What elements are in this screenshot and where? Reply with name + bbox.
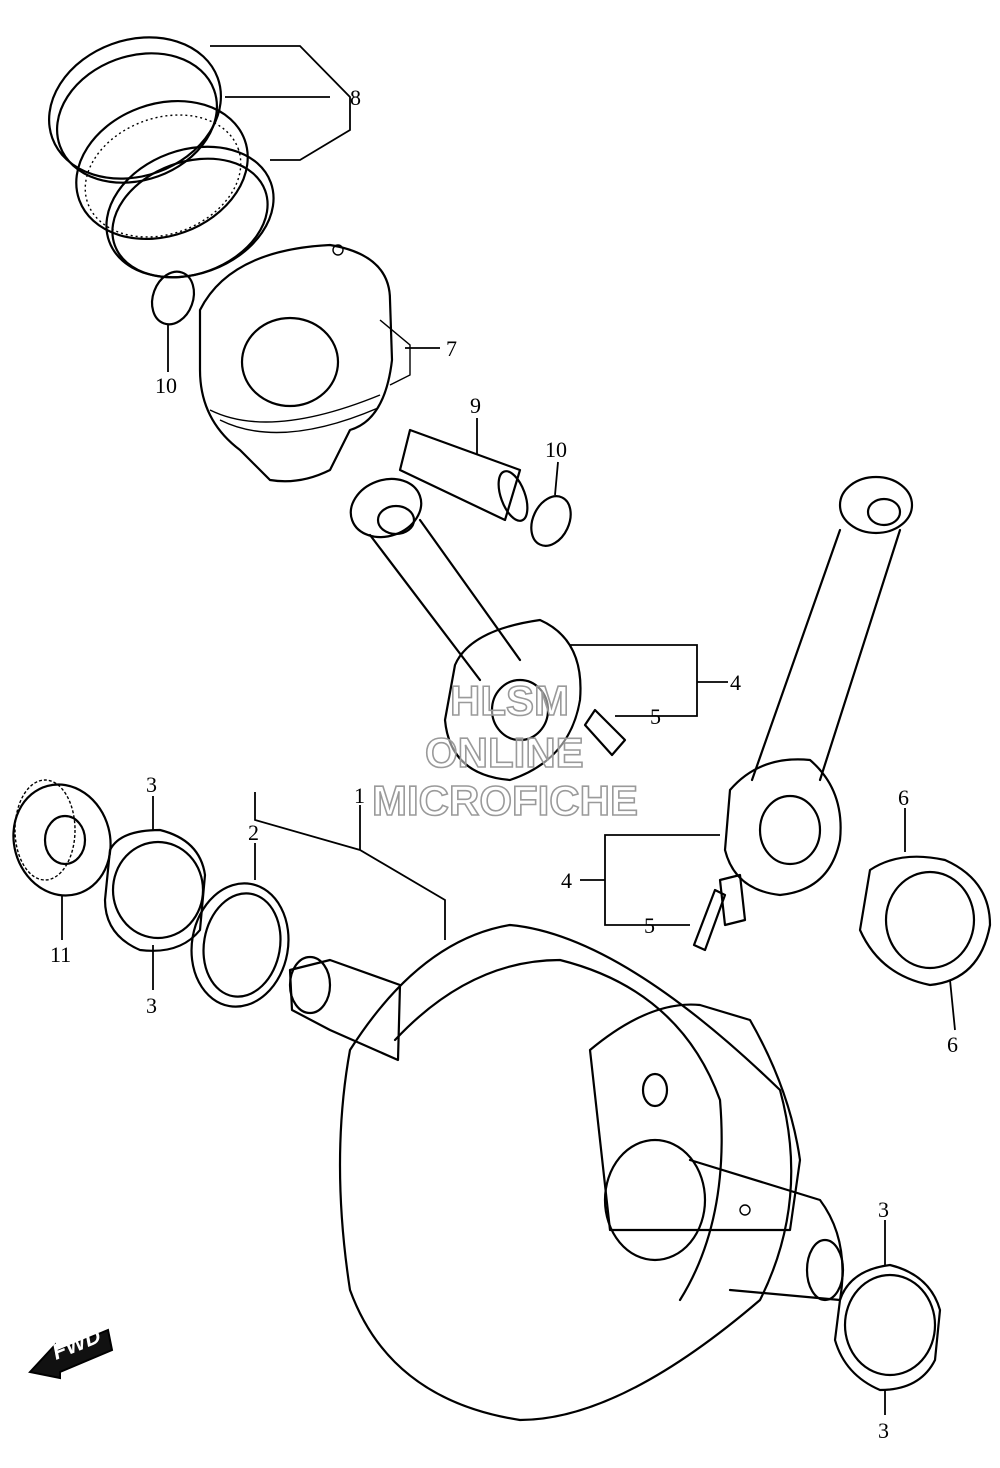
- callout-5-lower: 5: [644, 913, 655, 938]
- watermark-line-1: HLSM: [450, 677, 569, 724]
- callout-3-lower-right-top: 3: [878, 1197, 889, 1222]
- conrod-bearing: [858, 855, 992, 987]
- thrust-bearing: [190, 882, 290, 1008]
- callout-7: 7: [446, 336, 457, 361]
- callout-10-right: 10: [545, 437, 567, 462]
- fwd-badge: FWD: [28, 1323, 114, 1380]
- crankshaft-bearing-right: [833, 1263, 942, 1392]
- callout-9: 9: [470, 393, 481, 418]
- watermark: HLSM ONLINE MICROFICHE: [371, 676, 639, 825]
- thrust-washer: [12, 779, 112, 897]
- callout-10-left: 10: [155, 373, 177, 398]
- callout-11: 11: [50, 942, 71, 967]
- callout-6-bottom: 6: [947, 1032, 958, 1057]
- callout-3-lower-right-bottom: 3: [878, 1418, 889, 1443]
- connecting-rod-upper: [349, 477, 627, 782]
- crankshaft-bearing-left: [103, 828, 207, 952]
- piston-pin-circlip-left: [150, 270, 196, 326]
- piston-pin: [398, 428, 529, 522]
- callout-4-lower: 4: [561, 868, 572, 893]
- leader-lines: [61, 45, 956, 1415]
- callout-2: 2: [248, 820, 259, 845]
- callout-3-bottom-left: 3: [146, 993, 157, 1018]
- callout-8: 8: [350, 85, 361, 110]
- connecting-rod-lower: [692, 475, 914, 952]
- crankshaft: [288, 923, 845, 1422]
- callout-4-upper: 4: [730, 670, 741, 695]
- callout-6-top: 6: [898, 785, 909, 810]
- piston: [198, 243, 411, 483]
- watermark-line-2: ONLINE: [425, 729, 584, 776]
- watermark-line-3: MICROFICHE: [372, 777, 638, 824]
- callout-3-top-left: 3: [146, 772, 157, 797]
- piston-pin-circlip-right: [530, 495, 572, 547]
- piston-rings: [47, 36, 275, 279]
- callout-1: 1: [354, 783, 365, 808]
- callout-labels: 8 7 10 9 10 4 5 1 2 3 3 11 6 6 4 5 3 3: [50, 85, 958, 1443]
- callout-5-upper: 5: [650, 704, 661, 729]
